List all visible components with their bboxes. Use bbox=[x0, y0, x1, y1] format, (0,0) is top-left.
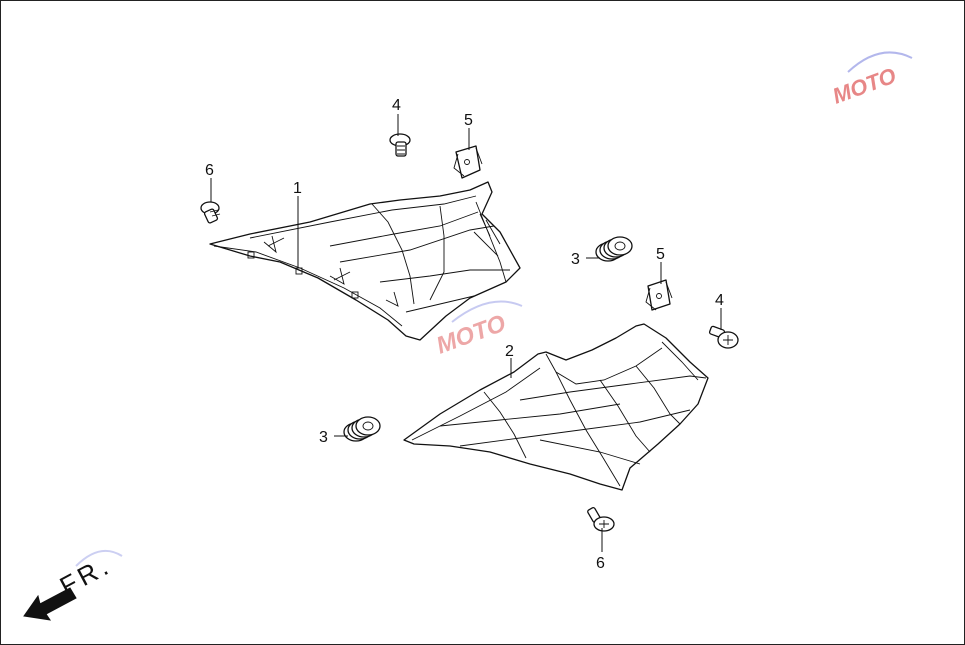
callout-3-lower: 3 bbox=[319, 429, 328, 446]
part-3-grommet-upper bbox=[595, 236, 633, 262]
watermark-top-right: MOTO bbox=[829, 51, 913, 109]
part-6-bolt-upper bbox=[200, 201, 221, 224]
callout-4-lower: 4 bbox=[715, 292, 724, 309]
callout-5-upper: 5 bbox=[464, 112, 473, 129]
callout-4-upper: 4 bbox=[392, 97, 401, 114]
part-4-screw-lower bbox=[708, 325, 739, 349]
front-direction-indicator: FR. bbox=[23, 549, 123, 621]
callout-6-upper: 6 bbox=[205, 162, 214, 179]
front-arrow-icon bbox=[23, 587, 77, 621]
callout-5-lower: 5 bbox=[656, 246, 665, 263]
part-2-side-cover bbox=[403, 323, 709, 491]
part-1-side-cover bbox=[209, 181, 521, 341]
callout-3-upper: 3 bbox=[571, 251, 580, 268]
part-5-clip-lower bbox=[645, 279, 673, 311]
leader-lines bbox=[210, 114, 722, 552]
part-6-bolt-lower bbox=[587, 507, 615, 532]
part-3-grommet-lower bbox=[343, 416, 381, 442]
callout-2: 2 bbox=[505, 343, 514, 360]
watermark-bottom-left bbox=[75, 549, 123, 567]
svg-text:MOTO: MOTO bbox=[829, 63, 899, 109]
part-4-screw-upper bbox=[389, 133, 411, 157]
part-5-clip-upper bbox=[453, 145, 483, 179]
callout-6-lower: 6 bbox=[596, 555, 605, 572]
callout-1: 1 bbox=[293, 180, 302, 197]
